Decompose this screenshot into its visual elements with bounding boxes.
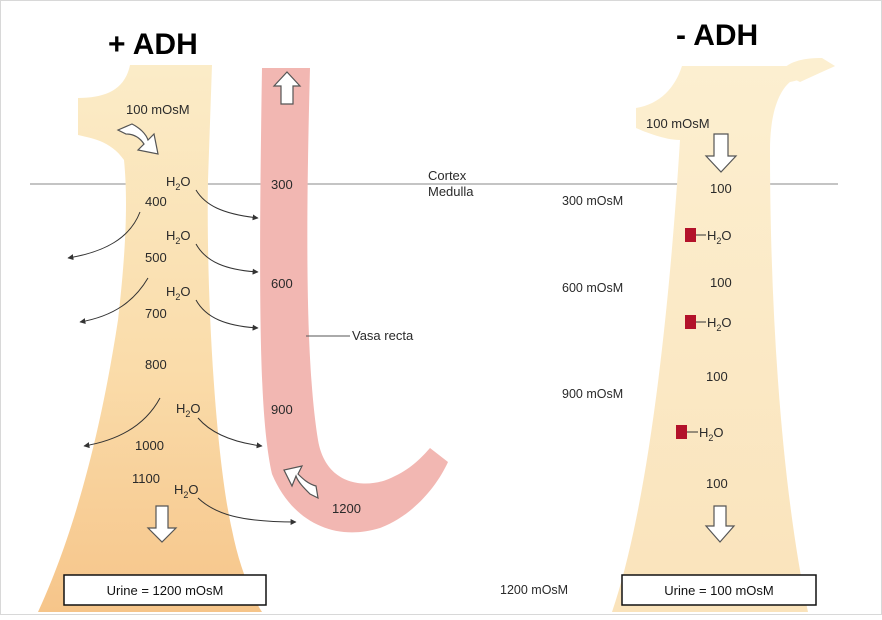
left-water-label-4: H2O: [176, 401, 201, 419]
vasa-recta-up-arrow: [272, 71, 302, 105]
interstitium-600: 600 mOsM: [562, 281, 623, 295]
vasa-recta-label: Vasa recta: [352, 328, 414, 343]
right-urine-box: [621, 574, 817, 606]
right-duct-branch: [780, 58, 835, 82]
vasa-recta-turn-arrow: [283, 465, 319, 500]
right-water-label-3: H2O: [699, 425, 724, 443]
left-value-1100: 1100: [132, 471, 160, 486]
right-water-label-2: H2O: [707, 315, 732, 333]
right-collecting-duct: [612, 66, 835, 612]
right-value-4: 100: [706, 476, 728, 491]
left-input-label: 100 mOsM: [126, 102, 190, 117]
left-water-label-5: H2O: [174, 482, 199, 500]
left-value-500: 500: [145, 250, 167, 265]
blocked-channel-2: [685, 315, 696, 329]
vasa-value-1200: 1200: [332, 501, 361, 516]
left-value-700: 700: [145, 306, 167, 321]
vasa-value-300: 300: [271, 177, 293, 192]
left-water-label-3: H2O: [166, 284, 191, 302]
title-without-adh: - ADH: [676, 19, 758, 52]
right-outflow-arrow: [704, 505, 736, 543]
interstitium-1200: 1200 mOsM: [500, 583, 568, 597]
left-value-400: 400: [145, 194, 167, 209]
right-inflow-arrow: [704, 133, 738, 173]
left-outflow-arrow: [146, 505, 178, 543]
left-water-label-2: H2O: [166, 228, 191, 246]
interstitium-900: 900 mOsM: [562, 387, 623, 401]
right-value-1: 100: [710, 181, 732, 196]
solute-diffusion-arrows: [67, 211, 161, 449]
vasa-recta: [260, 68, 448, 533]
cortex-label: Cortex: [428, 168, 467, 183]
left-urine-label: Urine = 1200 mOsM: [107, 583, 224, 598]
left-value-800: 800: [145, 357, 167, 372]
left-inflow-arrow: [116, 123, 159, 155]
title-with-adh: + ADH: [108, 28, 198, 61]
left-water-label-1: H2O: [166, 174, 191, 192]
left-value-1000: 1000: [135, 438, 164, 453]
medulla-label: Medulla: [428, 184, 474, 199]
right-value-3: 100: [706, 369, 728, 384]
left-urine-box: [63, 574, 267, 606]
blocked-channel-1: [685, 228, 696, 242]
blocked-channel-3: [676, 425, 687, 439]
right-urine-label: Urine = 100 mOsM: [664, 583, 773, 598]
vasa-value-900: 900: [271, 402, 293, 417]
interstitium-300: 300 mOsM: [562, 194, 623, 208]
vasa-value-600: 600: [271, 276, 293, 291]
right-input-label: 100 mOsM: [646, 116, 710, 131]
right-value-2: 100: [710, 275, 732, 290]
right-water-label-1: H2O: [707, 228, 732, 246]
water-reabsorption-arrows: [195, 189, 297, 525]
